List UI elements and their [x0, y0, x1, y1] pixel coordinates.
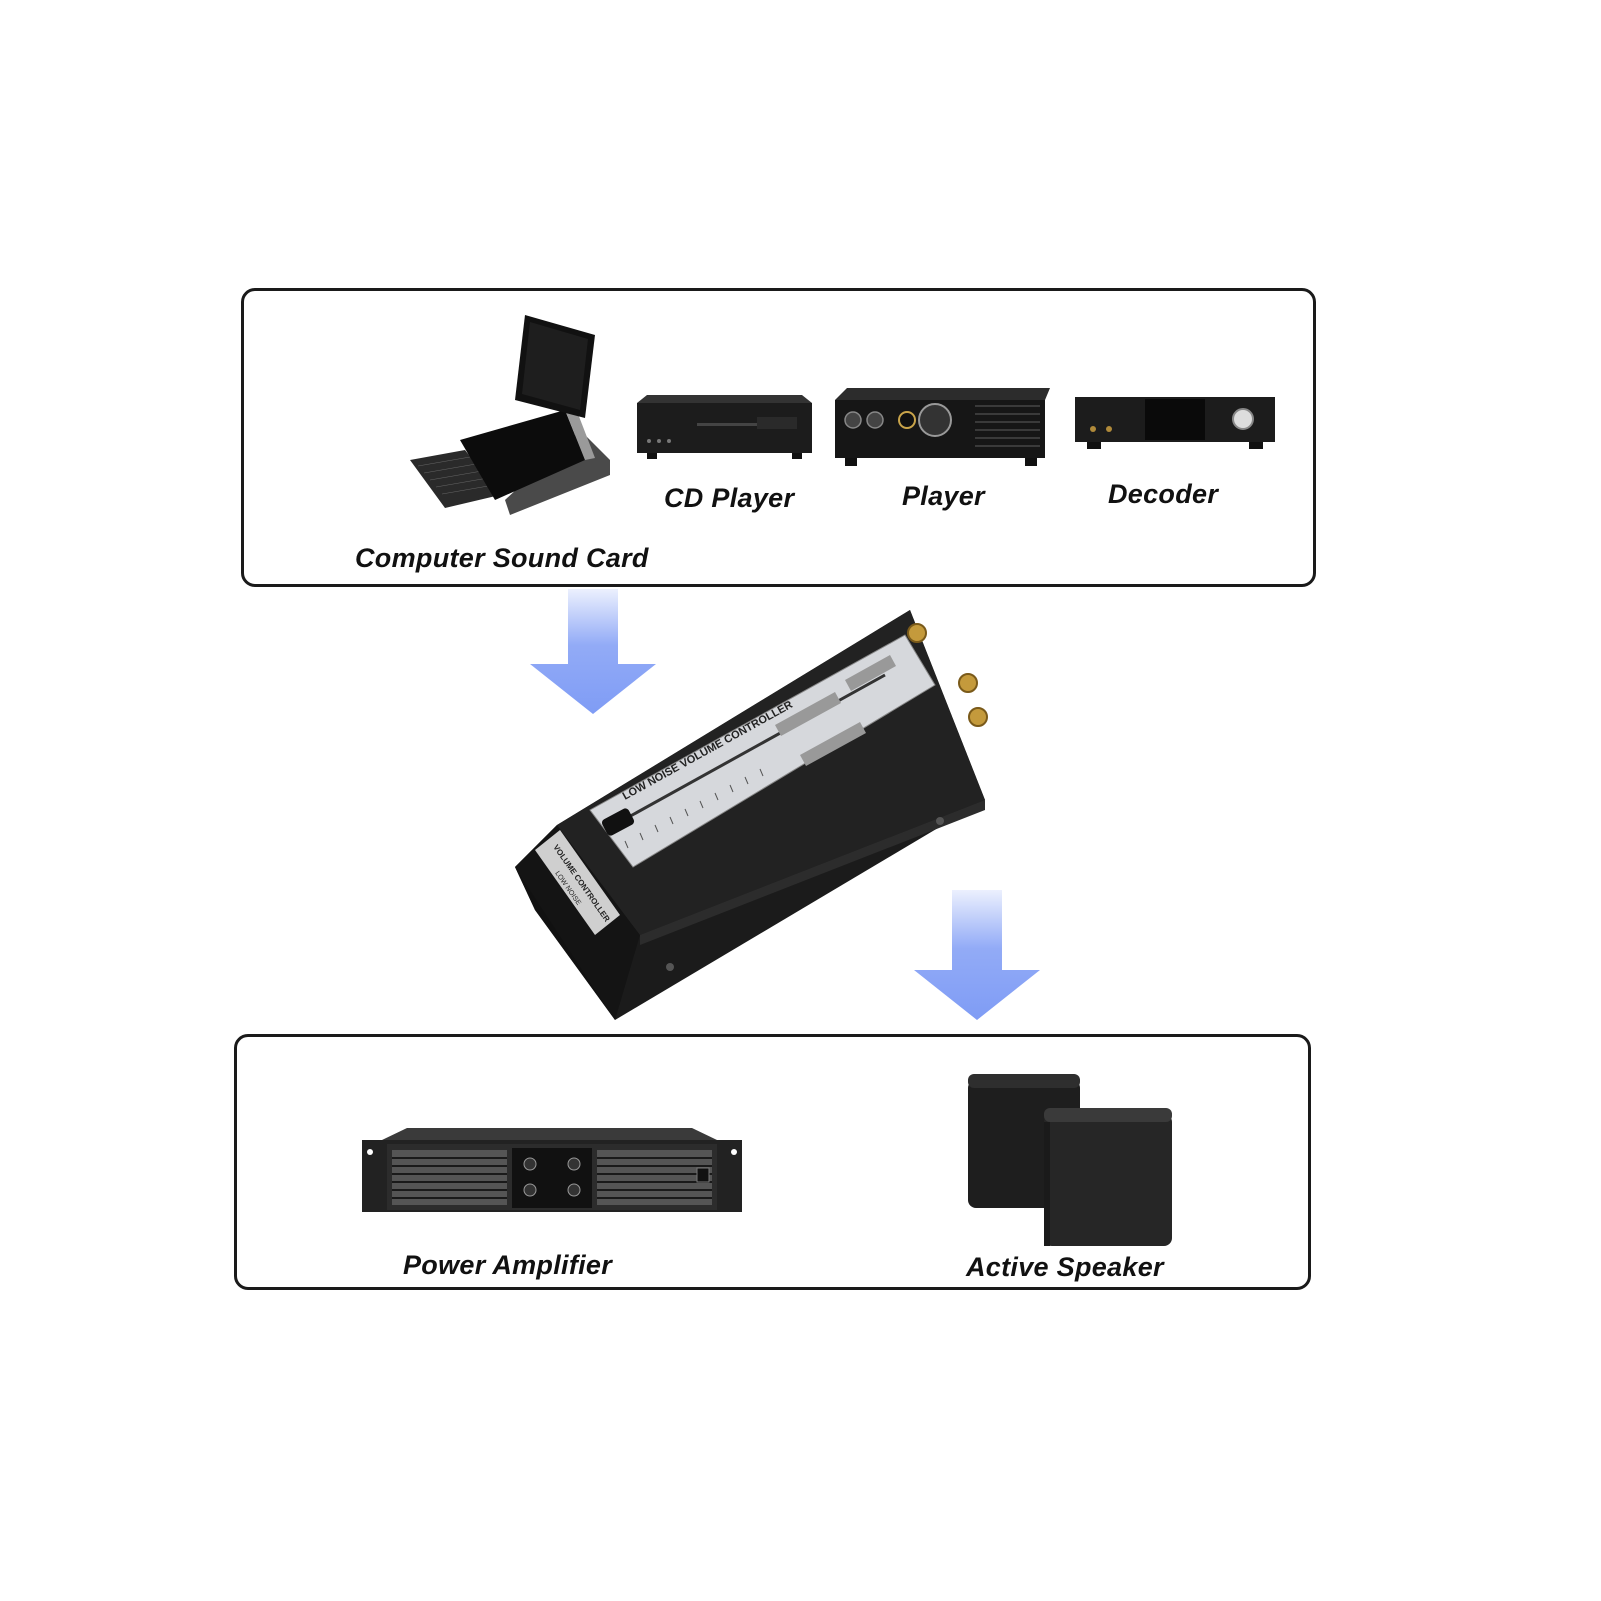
arrow-down-icon [530, 589, 656, 714]
speaker-icon [968, 1074, 1172, 1246]
arrow-down-icon [914, 890, 1040, 1020]
computer-sound-card-label: Computer Sound Card [355, 543, 649, 573]
cd-player-label: CD Player [664, 483, 795, 513]
player-label: Player [902, 481, 985, 511]
decoder-label: Decoder [1108, 479, 1219, 509]
cd-player-icon [637, 395, 812, 459]
power-amplifier-icon [362, 1128, 742, 1212]
volume-controller-icon: LOW NOISE VOLUME CONTROLLER VOLUME CONTR… [515, 610, 988, 1020]
player-icon [835, 388, 1050, 466]
power-amplifier-label: Power Amplifier [403, 1250, 613, 1280]
laptop-icon [410, 315, 610, 515]
decoder-icon [1075, 397, 1275, 449]
active-speaker-label: Active Speaker [966, 1252, 1164, 1282]
